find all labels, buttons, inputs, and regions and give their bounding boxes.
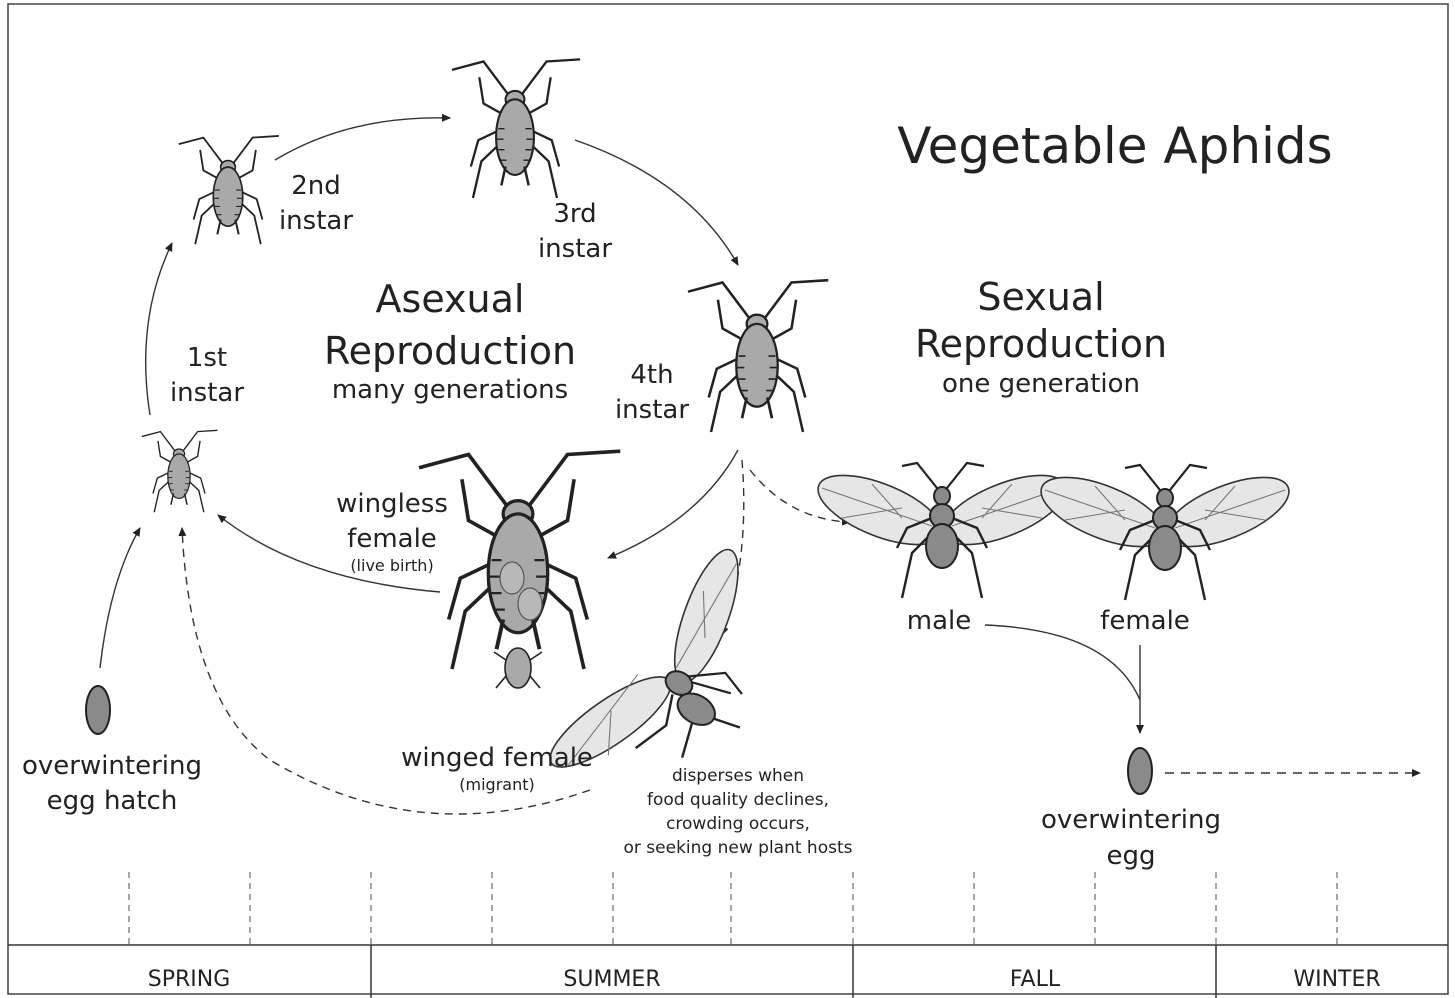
wingless-female-label-line1: wingless [336, 489, 448, 519]
disperse-note-line4: or seeking new plant hosts [624, 838, 853, 858]
third-instar-label-line1: 3rd [553, 199, 596, 229]
fourth-instar-label-line2: instar [615, 395, 689, 425]
diagram-title: Vegetable Aphids [897, 117, 1332, 175]
overwintering-egg-label-line1: overwintering [1041, 805, 1221, 835]
arrow-2nd-to-3rd [275, 118, 450, 160]
asexual-title-line2: Reproduction [324, 329, 576, 373]
female-label: female [1100, 606, 1190, 636]
asexual-subtitle: many generations [332, 375, 568, 405]
first-instar-label-line1: 1st [187, 343, 227, 373]
season-fall: FALL [1010, 967, 1061, 992]
female-winged-aphid-icon [1032, 463, 1298, 600]
sexual-subtitle: one generation [942, 369, 1140, 399]
season-winter: WINTER [1293, 967, 1380, 992]
timeline-guides [129, 872, 1337, 944]
arrow-1st-to-2nd [146, 243, 172, 415]
arrow-egg-to-1st [100, 528, 140, 668]
second-instar-label-line2: instar [279, 206, 353, 236]
wingless-female-note: (live birth) [350, 556, 433, 575]
disperse-note-line1: disperses when [672, 766, 804, 786]
asexual-title-line1: Asexual [376, 277, 525, 321]
arrow-4th-to-wingless [608, 450, 738, 558]
wingless-female-aphid-icon [419, 451, 620, 669]
arrow-male-to-egg [985, 625, 1140, 700]
winged-female-label: winged female [401, 743, 593, 773]
disperse-note-line2: food quality declines, [647, 790, 829, 810]
male-label: male [907, 606, 971, 636]
third-instar-label-line2: instar [538, 234, 612, 264]
third-instar-aphid-icon [452, 59, 580, 198]
winged-female-note: (migrant) [459, 775, 534, 794]
overwintering-egg-label-line2: egg [1106, 841, 1155, 871]
second-instar-aphid-icon [179, 136, 279, 244]
fourth-instar-label-line1: 4th [630, 360, 673, 390]
first-instar-label-line2: instar [170, 378, 244, 408]
sexual-title-line1: Sexual [977, 275, 1104, 319]
wingless-female-label-line2: female [347, 524, 437, 554]
egg-hatch-label-line2: egg hatch [47, 786, 178, 816]
egg-hatch-label-line1: overwintering [22, 751, 202, 781]
second-instar-label-line1: 2nd [291, 171, 341, 201]
first-instar-aphid-icon [142, 430, 218, 512]
disperse-note-line3: crowding occurs, [666, 814, 810, 834]
fourth-instar-aphid-icon [688, 280, 828, 432]
overwintering-egg-icon [1128, 748, 1152, 794]
season-spring: SPRING [148, 967, 231, 992]
male-winged-aphid-icon [809, 461, 1075, 598]
season-summer: SUMMER [563, 967, 660, 992]
overwintering-egg-hatch-icon [86, 686, 110, 734]
sexual-title-line2: Reproduction [915, 322, 1167, 366]
